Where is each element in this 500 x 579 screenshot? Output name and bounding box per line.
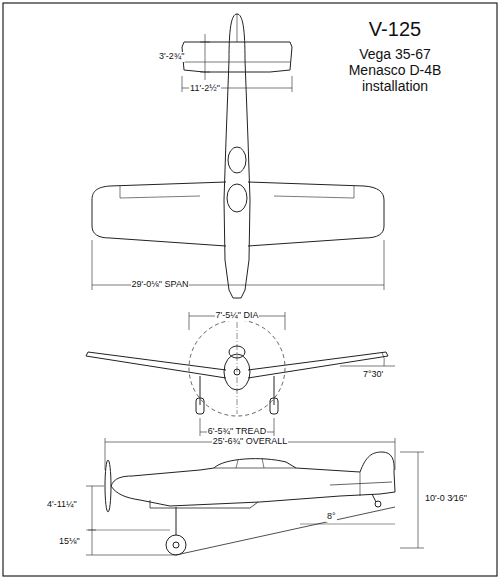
dimension: 10'-0 3⁄16": [424, 494, 468, 504]
drawing-stroke: [237, 14, 238, 42]
drawing-stroke: [236, 458, 264, 468]
drawing-stroke: [111, 486, 380, 506]
drawing-stroke: [292, 76, 293, 92]
drawing-stroke: [340, 366, 395, 367]
dimension: 11'-2½": [189, 84, 221, 94]
drawing-stroke: [200, 42, 210, 43]
front-view: [86, 312, 395, 436]
drawing-stroke: [86, 555, 176, 556]
drawing-stroke: [92, 182, 226, 246]
drawing-stroke: [237, 322, 238, 414]
drawing-stroke: [384, 240, 385, 290]
dimension: 8°: [326, 512, 337, 522]
drawing-stroke: [86, 530, 170, 531]
dimension: 7'-5¼" DIA: [215, 311, 260, 321]
drawing-stroke: [274, 418, 275, 436]
drawing-stroke: [200, 418, 201, 436]
drawing-stroke: [285, 312, 286, 330]
dimension: 25'-6¾" OVERALL: [212, 437, 288, 447]
drawing-stroke: [274, 376, 275, 405]
dimension: 7°30': [362, 370, 384, 380]
drawing-stroke: [228, 147, 246, 173]
drawing-stroke: [354, 186, 355, 198]
dimension: 29'-0⅛" SPAN: [131, 280, 190, 290]
drawing-stroke: [234, 369, 240, 375]
drawing-stroke: [382, 352, 384, 366]
drawing-title: V-125: [368, 18, 422, 40]
drawing-stroke: [182, 76, 183, 92]
drawing-stroke: [182, 42, 292, 72]
dimension: 6'-5¾" TREAD: [207, 427, 267, 437]
drawing-stroke: [300, 524, 395, 525]
dimension: 3'-2¾": [158, 52, 185, 62]
dimension: 15⅛": [58, 537, 81, 547]
drawing-stroke: [88, 530, 96, 531]
drawing-stroke: [372, 494, 376, 502]
drawing-stroke: [270, 398, 278, 414]
drawing-stroke: [214, 468, 296, 469]
drawing-stroke: [418, 452, 419, 548]
drawing-stroke: [227, 184, 247, 212]
drawing-stroke: [105, 438, 106, 470]
drawing-stroke: [105, 460, 111, 512]
dimension: 4'-11¼": [46, 500, 78, 510]
drawing-stroke: [205, 34, 206, 80]
drawing-stroke: [166, 535, 186, 555]
drawing-stroke: [86, 486, 104, 487]
drawing-stroke: [224, 354, 250, 390]
drawing-stroke: [400, 548, 424, 549]
drawing-stroke: [229, 346, 245, 358]
drawing-stroke: [196, 398, 204, 414]
drawing-stroke: [184, 62, 290, 63]
drawing-stroke: [189, 320, 285, 416]
drawing-stroke: [120, 196, 200, 198]
drawing-stroke: [330, 482, 392, 485]
drawing-stroke: [92, 486, 93, 555]
drawing-stroke: [248, 182, 384, 246]
drawing-stroke: [224, 14, 250, 298]
side-view: [86, 438, 424, 555]
drawing-stroke: [200, 376, 201, 405]
drawing-stroke: [92, 240, 93, 290]
drawing-stroke: [173, 542, 179, 548]
drawing-stroke: [200, 72, 210, 73]
drawing-stroke: [274, 196, 354, 198]
drawing-stroke: [86, 352, 226, 378]
drawing-stroke: [375, 501, 381, 507]
frame: [3, 3, 497, 576]
drawing-stroke: [150, 500, 258, 508]
top-view: [92, 14, 384, 298]
drawing-stroke: [120, 186, 121, 198]
drawing-stroke: [360, 472, 361, 496]
drawing-stroke: [395, 438, 396, 470]
drawing-stroke: [400, 452, 424, 453]
drawing-stroke: [176, 507, 395, 555]
drawing-stroke: [111, 452, 395, 494]
drawing-stroke: [176, 507, 177, 535]
title-note: Vega 35-67 Menasco D-4B installation: [334, 46, 456, 94]
drawing-stroke: [189, 312, 190, 330]
